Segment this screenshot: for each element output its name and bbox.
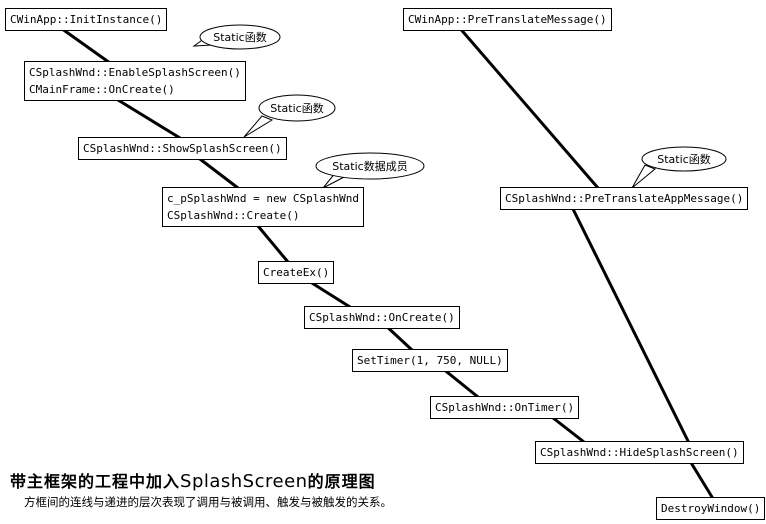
diagram-caption-title: 带主框架的工程中加入SplashScreen的原理图 <box>10 468 376 492</box>
callout-static-func-2: Static函数 <box>243 94 336 138</box>
box-line: CWinApp::PreTranslateMessage() <box>408 13 607 26</box>
box-create-ex: CreateEx() <box>258 261 335 284</box>
connector-app-to-hide <box>570 205 690 443</box>
caption-title-ascii: SplashScreen <box>180 471 308 492</box>
box-line: CSplashWnd::OnCreate() <box>309 311 455 324</box>
box-line: SetTimer(1, 750, NULL) <box>357 354 503 367</box>
box-line: CSplashWnd::OnTimer() <box>435 401 575 414</box>
box-line: CMainFrame::OnCreate() <box>29 83 175 96</box>
box-enable-splash-screen: CSplashWnd::EnableSplashScreen() CMainFr… <box>24 61 246 101</box>
caption-title-suffix: 的原理图 <box>307 472 376 491</box>
box-destroy-window: DestroyWindow() <box>656 497 766 520</box>
callout-static-func-3: Static函数 <box>631 146 727 189</box>
box-line: CSplashWnd::HideSplashScreen() <box>540 446 739 459</box>
box-show-splash-screen: CSplashWnd::ShowSplashScreen() <box>78 137 287 160</box>
box-line: c_pSplashWnd = new CSplashWnd <box>167 192 360 205</box>
diagram-caption-subtitle: 方框间的连线与递进的层次表现了调用与被调用、触发与被触发的关系。 <box>24 495 392 509</box>
connector-new-to-createex <box>256 224 290 264</box>
box-line: CSplashWnd::ShowSplashScreen() <box>83 142 282 155</box>
connector-enable-to-show <box>116 98 182 140</box>
callout-static-func-1: Static函数 <box>192 24 281 50</box>
box-init-instance: CWinApp::InitInstance() <box>5 8 168 31</box>
box-line: CWinApp::InitInstance() <box>10 13 163 26</box>
callout-text-4: Static函数 <box>657 153 710 166</box>
connector-settimer-to-ontimer <box>440 366 480 399</box>
box-line: CSplashWnd::Create() <box>167 209 300 222</box>
box-hide-splash-screen: CSplashWnd::HideSplashScreen() <box>535 441 744 464</box>
callout-text-1: Static函数 <box>213 31 266 44</box>
box-line: CSplashWnd::EnableSplashScreen() <box>29 66 241 79</box>
callout-static-member: Static数据成员 <box>315 152 425 189</box>
box-pre-translate-app-message: CSplashWnd::PreTranslateAppMessage() <box>500 187 749 210</box>
box-pre-translate-message: CWinApp::PreTranslateMessage() <box>403 8 612 31</box>
box-set-timer: SetTimer(1, 750, NULL) <box>352 349 508 372</box>
box-new-splash-wnd: c_pSplashWnd = new CSplashWnd CSplashWnd… <box>162 187 365 227</box>
connector-pretranslate-to-app <box>456 24 600 190</box>
connector-init-to-enable <box>56 24 112 65</box>
callout-text-3: Static数据成员 <box>332 159 407 173</box>
connector-hide-to-destroy <box>688 459 714 499</box>
box-on-create: CSplashWnd::OnCreate() <box>304 306 460 329</box>
box-line: CSplashWnd::PreTranslateAppMessage() <box>505 192 744 205</box>
box-line: DestroyWindow() <box>661 502 761 515</box>
box-on-timer: CSplashWnd::OnTimer() <box>430 396 580 419</box>
caption-title-prefix: 带主框架的工程中加入 <box>10 472 181 491</box>
connector-show-to-new <box>194 154 240 190</box>
box-line: CreateEx() <box>263 266 330 279</box>
callout-text-2: Static函数 <box>270 102 323 115</box>
